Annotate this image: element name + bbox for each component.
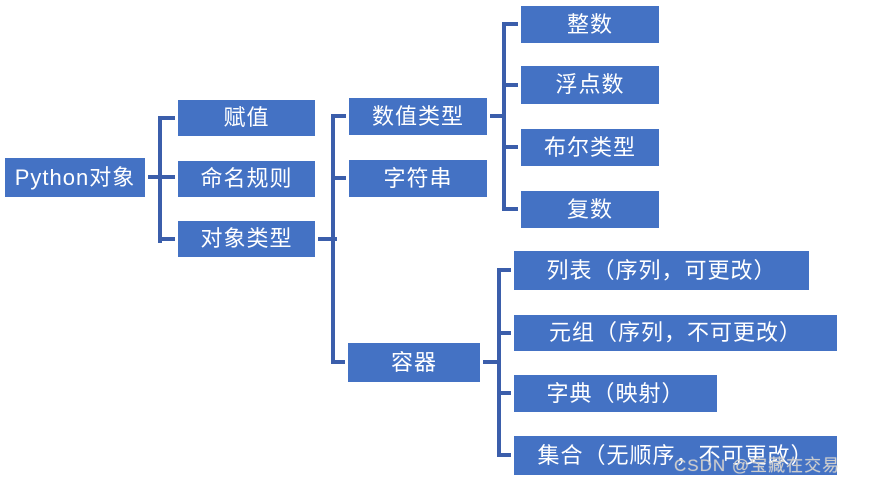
connector-level3-trunk — [331, 114, 335, 364]
connector-stub-container — [331, 360, 345, 364]
connector-stub-tuple — [497, 331, 511, 335]
connector-stub-boolean — [502, 145, 518, 149]
node-dict: 字典（映射） — [511, 372, 720, 415]
node-assignment: 赋值 — [175, 97, 318, 139]
connector-level2-trunk — [158, 116, 162, 243]
node-complex: 复数 — [518, 188, 662, 231]
connector-stub-string — [331, 176, 346, 180]
node-string: 字符串 — [346, 157, 490, 200]
connector-stub-set — [497, 453, 511, 457]
node-object-type: 对象类型 — [175, 218, 318, 260]
connector-container-to-children — [483, 360, 501, 364]
node-set: 集合（无顺序，不可更改） — [511, 433, 840, 478]
node-naming-rules: 命名规则 — [175, 158, 318, 200]
connector-stub-object-type — [158, 237, 175, 241]
connector-container-trunk — [497, 268, 501, 457]
connector-numeric-trunk — [502, 22, 506, 211]
node-boolean: 布尔类型 — [518, 126, 662, 169]
connector-stub-numeric-type — [331, 114, 346, 118]
csdn-watermark: CSDN @宝藏在交易 — [674, 456, 841, 475]
connector-stub-float — [502, 83, 518, 87]
connector-stub-list — [497, 268, 511, 272]
node-container: 容器 — [345, 340, 483, 385]
connector-stub-dict — [497, 391, 511, 395]
node-numeric-type: 数值类型 — [346, 95, 490, 138]
node-python-object: Python对象 — [2, 155, 148, 200]
node-float: 浮点数 — [518, 63, 662, 107]
node-integer: 整数 — [518, 3, 662, 46]
node-list: 列表（序列，可更改） — [511, 248, 812, 293]
connector-objtype-to-level3 — [318, 237, 337, 241]
node-tuple: 元组（序列，不可更改） — [511, 312, 840, 354]
connector-numeric-to-children — [490, 114, 506, 118]
connector-stub-complex — [502, 207, 518, 211]
connector-stub-integer — [502, 22, 518, 26]
connector-stub-assignment — [158, 116, 175, 120]
